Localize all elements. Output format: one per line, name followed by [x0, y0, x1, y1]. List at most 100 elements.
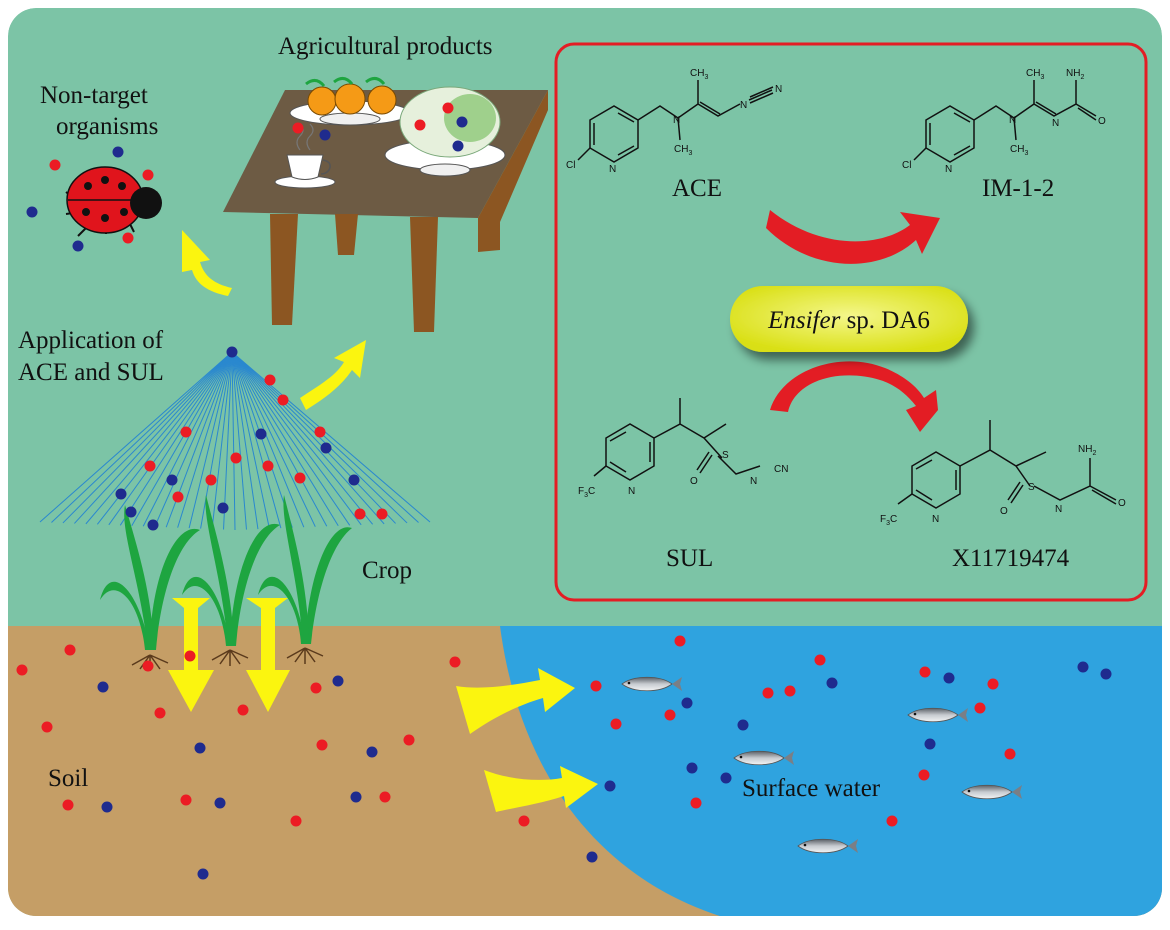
fish [961, 784, 1022, 800]
scene-labels: Agricultural products Non-target organis… [18, 33, 881, 802]
blue-pesticide-dot [214, 797, 226, 809]
atom-o: O [1000, 506, 1008, 517]
fruit-plate-base [319, 112, 381, 126]
fish-tail [784, 751, 794, 765]
crop-leaf [205, 495, 234, 646]
blue-pesticide-dot [586, 851, 598, 863]
spray-line [231, 351, 247, 530]
red-pesticide-dot [590, 680, 602, 692]
red-pesticide-dot [142, 660, 154, 672]
blue-pesticide-dot [112, 146, 124, 158]
crop-leaf [100, 581, 150, 650]
atom-ch3: CH3 [674, 144, 692, 157]
blue-pesticide-dot [147, 519, 159, 531]
blue-pesticide-dot [194, 742, 206, 754]
degradation-pathway-panel: Cl N N N N CH3 CH3 ACE Cl N N N O NH2 CH… [554, 42, 1148, 602]
agricultural-products-table [223, 77, 548, 332]
fish [907, 707, 968, 723]
spray-line [62, 351, 233, 524]
spray-line [223, 351, 233, 530]
fish-tail [848, 839, 858, 853]
red-pesticide-dot [376, 508, 388, 520]
spray-line [119, 351, 233, 526]
blue-pesticide-dot [1077, 661, 1089, 673]
spray-line [188, 351, 233, 529]
spray-line [231, 351, 282, 529]
fish-eye [739, 755, 743, 759]
atom-n: N [932, 514, 939, 525]
blue-pesticide-dot [924, 738, 936, 750]
red-pesticide-dot [610, 718, 622, 730]
blue-pesticide-dot [1100, 668, 1112, 680]
red-pesticide-dot [974, 702, 986, 714]
orange-fruit [367, 85, 397, 115]
blue-pesticide-dot [115, 488, 127, 500]
red-pesticide-dot [987, 678, 999, 690]
crop-plant [258, 495, 352, 664]
fish-eye [967, 789, 971, 793]
blue-pesticide-dot [217, 502, 229, 514]
fish [797, 838, 858, 854]
ladybug-spot [118, 182, 126, 190]
crop-leaf [305, 527, 352, 644]
red-pesticide-dot [814, 654, 826, 666]
blue-pesticide-dot [350, 791, 362, 803]
blue-pesticide-dot [943, 672, 955, 684]
red-pesticide-dot [41, 721, 53, 733]
table-leg [270, 214, 298, 325]
atom-n: N [1052, 118, 1059, 129]
atom-nh2: NH2 [1066, 68, 1084, 81]
red-pesticide-dot [144, 460, 156, 472]
fish-tail [958, 708, 968, 722]
red-pesticide-dot [414, 119, 426, 131]
spray-line [231, 351, 385, 525]
red-pesticide-dot [277, 394, 289, 406]
pathway-frame [554, 42, 1148, 602]
crop-leaf [283, 495, 309, 644]
atom-n: N [750, 476, 757, 487]
spray-line [74, 351, 233, 524]
red-pesticide-dot [314, 426, 326, 438]
crop-plants [100, 495, 352, 671]
blue-pesticide-dot [332, 675, 344, 687]
red-pesticide-dot [449, 656, 461, 668]
spray-line [231, 351, 374, 525]
atom-o: O [690, 476, 698, 487]
ladybug-spot [84, 182, 92, 190]
pesticide-molecule-dots [16, 102, 1112, 880]
tea-cup-handle [320, 159, 331, 175]
fish-eye [913, 712, 917, 716]
atom-cl: Cl [902, 160, 911, 171]
label-application-line1: Application of [18, 327, 164, 354]
cabbage-leaf [444, 94, 496, 142]
ladybug-spot [101, 214, 109, 222]
spray-line [231, 351, 270, 529]
spray-line [231, 351, 316, 527]
spray-line [231, 351, 305, 528]
blue-pesticide-dot [26, 206, 38, 218]
red-pesticide-dot [762, 687, 774, 699]
atom-nh2: NH2 [1078, 444, 1096, 457]
red-pesticide-dot [294, 472, 306, 484]
ladybug-head [130, 187, 162, 219]
arrow-to-products [300, 340, 366, 410]
red-pesticide-dot [1004, 748, 1016, 760]
red-pesticide-dot [16, 664, 28, 676]
fish [733, 750, 794, 766]
spray-line [108, 351, 233, 526]
fish [621, 676, 682, 692]
label-non-target-line2: organisms [56, 113, 158, 140]
red-pesticide-dot [154, 707, 166, 719]
fish-tail [672, 677, 682, 691]
fish-group [621, 676, 1022, 854]
red-pesticide-dot [142, 169, 154, 181]
spray-line [39, 351, 233, 523]
red-pesticide-dot [180, 426, 192, 438]
red-pesticide-dot [230, 452, 242, 464]
red-pesticide-dot [379, 791, 391, 803]
blue-pesticide-dot [320, 442, 332, 454]
red-pesticide-dot [290, 815, 302, 827]
table-leg [410, 217, 438, 332]
atom-n: N [1009, 115, 1016, 126]
